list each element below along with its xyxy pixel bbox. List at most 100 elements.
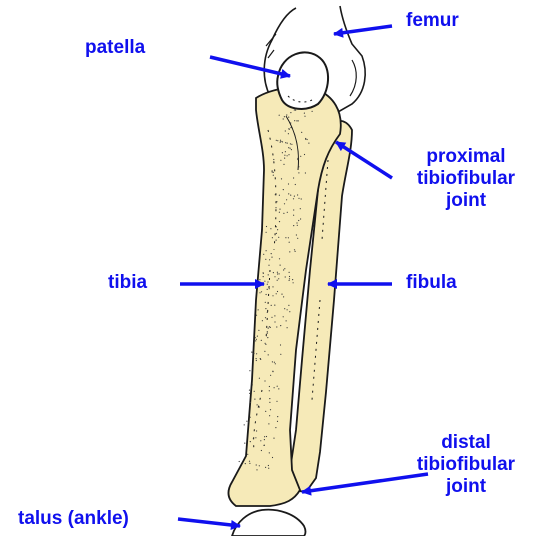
stipple-dot [290, 195, 291, 196]
stipple-dot [304, 154, 305, 155]
stipple-dot [261, 291, 262, 292]
stipple-dot [305, 172, 306, 173]
stipple-dot [312, 111, 313, 112]
stipple-dot [276, 226, 277, 227]
stipple-dot [273, 438, 274, 439]
tibia-label: tibia [108, 272, 147, 294]
stipple-dot [260, 359, 261, 360]
stipple-dot [298, 157, 299, 158]
stipple-dot [267, 312, 268, 313]
stipple-dot [271, 305, 272, 306]
stipple-dot [267, 333, 268, 334]
distal-joint-label: distal tibiofibular joint [398, 432, 534, 498]
stipple-dot [244, 424, 245, 425]
stipple-dot [295, 251, 296, 252]
stipple-dot [278, 388, 279, 389]
stipple-dot [272, 171, 273, 172]
stipple-dot [266, 436, 267, 437]
stipple-dot [276, 233, 277, 234]
stipple-dot [259, 406, 260, 407]
stipple-dot [283, 164, 284, 165]
stipple-dot [269, 386, 270, 387]
talus-bone [232, 510, 306, 536]
stipple-dot [256, 315, 257, 316]
stipple-dot [297, 158, 298, 159]
stipple-dot [264, 439, 265, 440]
stipple-dot [290, 127, 291, 128]
stipple-dot [276, 293, 277, 294]
stipple-dot [269, 415, 270, 416]
fibula-label: fibula [406, 272, 457, 294]
stipple-dot [273, 272, 274, 273]
stipple-dot [249, 463, 250, 464]
stipple-dot [277, 421, 278, 422]
stipple-dot [277, 386, 278, 387]
stipple-dot [251, 352, 252, 353]
stipple-dot [279, 273, 280, 274]
stipple-dot [274, 315, 275, 316]
stipple-dot [269, 259, 270, 260]
stipple-dot [259, 292, 260, 293]
stipple-dot [286, 114, 287, 115]
stipple-dot [272, 286, 273, 287]
stipple-dot [271, 257, 272, 258]
stipple-dot [270, 327, 271, 328]
stipple-dot [249, 370, 250, 371]
stipple-dot [266, 335, 267, 336]
stipple-dot [279, 212, 280, 213]
stipple-dot [293, 225, 294, 226]
stipple-dot [287, 212, 288, 213]
stipple-dot [288, 147, 289, 148]
stipple-dot [289, 272, 290, 273]
stipple-dot [296, 120, 297, 121]
stipple-dot [267, 281, 268, 282]
stipple-dot [249, 461, 250, 462]
stipple-dot [265, 467, 266, 468]
stipple-dot [288, 133, 289, 134]
stipple-dot [274, 276, 275, 277]
stipple-dot [267, 337, 268, 338]
stipple-dot [284, 268, 285, 269]
stipple-dot [268, 468, 269, 469]
stipple-dot [265, 344, 266, 345]
stipple-dot [260, 440, 261, 441]
stipple-dot [288, 193, 289, 194]
stipple-dot [239, 461, 240, 462]
stipple-dot [261, 450, 262, 451]
stipple-dot [267, 289, 268, 290]
stipple-dot [293, 215, 294, 216]
stipple-dot [301, 132, 302, 133]
stipple-dot [283, 118, 284, 119]
stipple-dot [274, 305, 275, 306]
stipple-dot [273, 172, 274, 173]
stipple-dot [286, 199, 287, 200]
stipple-dot [277, 416, 278, 417]
stipple-dot [295, 184, 296, 185]
stipple-dot [280, 142, 281, 143]
stipple-dot [291, 149, 292, 150]
stipple-dot [279, 221, 280, 222]
stipple-dot [258, 330, 259, 331]
distal-joint-line-2: tibiofibular [398, 454, 534, 476]
stipple-dot [283, 213, 284, 214]
stipple-dot [269, 390, 270, 391]
stipple-dot [308, 143, 309, 144]
femur-label: femur [406, 10, 459, 32]
stipple-dot [284, 116, 285, 117]
stipple-dot [289, 311, 290, 312]
stipple-dot [281, 178, 282, 179]
stipple-dot [287, 143, 288, 144]
stipple-dot [267, 284, 268, 285]
stipple-dot [283, 189, 284, 190]
stipple-dot [298, 166, 299, 167]
stipple-dot [296, 234, 297, 235]
stipple-dot [293, 177, 294, 178]
stipple-dot [294, 109, 295, 110]
stipple-dot [298, 120, 299, 121]
stipple-dot [247, 454, 248, 455]
stipple-dot [270, 375, 271, 376]
stipple-dot [297, 194, 298, 195]
patella-bone [277, 52, 328, 109]
talus-label: talus (ankle) [18, 508, 129, 530]
stipple-dot [244, 443, 245, 444]
